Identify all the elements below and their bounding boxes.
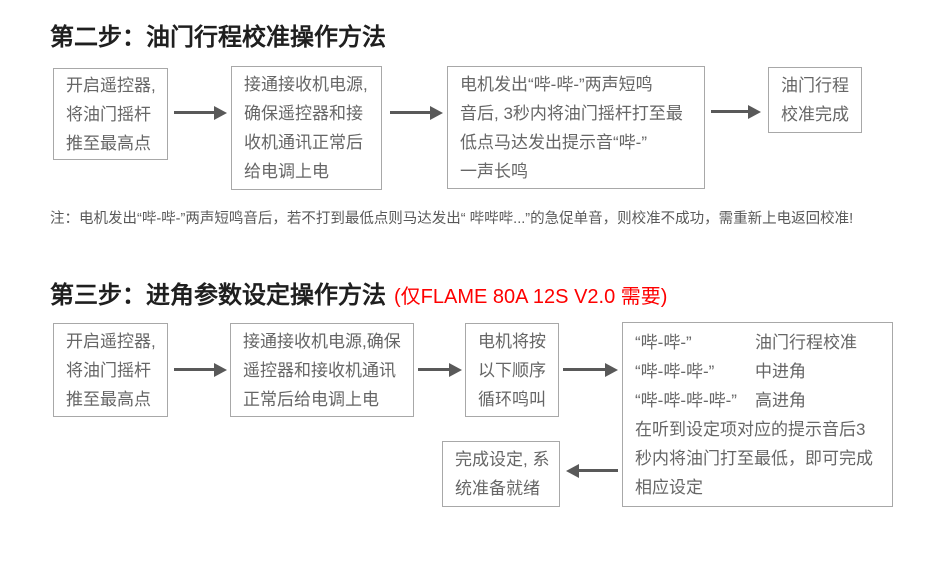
beep-row: “哔-哔-哔-” 中进角 [635,357,880,386]
beep-row: “哔-哔-” 油门行程校准 [635,328,880,357]
flow-box-line: 给电调上电 [244,162,329,181]
step2-title: 第二步：油门行程校准操作方法 [50,24,386,52]
arrow-shaft [711,110,751,113]
step2-note: 注：电机发出“哔-哔-”两声短鸣音后，若不打到最低点则马达发出“ 哔哔哔...”… [50,211,854,227]
flow-box-line: 音后, 3秒内将油门摇杆打至最 [460,103,683,123]
flow-box-line: 电机将按 [478,331,546,351]
arrow-right-icon [174,363,227,377]
flow-box-line: 油门行程 [781,76,849,95]
flow-box-line: 低点马达发出提示音“哔-” [460,132,647,152]
flow-box-line: 推至最高点 [66,389,151,409]
step3-beep-box: “哔-哔-” 油门行程校准 “哔-哔-哔-” 中进角 “哔-哔-哔-哔-” 高进… [622,322,893,507]
step2-flow-box-4: 油门行程 校准完成 [768,67,862,133]
step3-flow-box-2: 接通接收机电源,确保 遥控器和接收机通讯 正常后给电调上电 [230,323,414,417]
flow-box-line: 正常后给电调上电 [243,389,379,409]
arrow-right-icon [174,106,227,120]
beep-pattern: “哔-哔-” [635,332,692,352]
beep-instruction-line: 秒内将油门打至最低，即可完成 [635,448,873,468]
arrow-head [605,363,618,377]
flow-box-line: 循环鸣叫 [478,389,546,409]
arrow-right-icon [418,363,462,377]
arrow-shaft [174,111,217,114]
beep-label: 高进角 [755,390,806,410]
flow-box-line: 校准完成 [781,105,849,124]
arrow-head [566,464,579,478]
step3-title-highlight: (仅FLAME 80A 12S V2.0 需要) [394,286,668,308]
flow-box-line: 收机通讯正常后 [244,133,363,152]
arrow-shaft [563,368,608,371]
arrow-right-icon [390,106,443,120]
arrow-shaft [174,368,217,371]
flow-box-line: 电机发出“哔-哔-”两声短鸣 [460,74,653,94]
flow-box-line: 一声长鸣 [460,161,528,181]
flow-box-line: 统准备就绪 [455,479,540,498]
arrow-head [214,106,227,120]
arrow-shaft [576,469,618,472]
arrow-head [214,363,227,377]
arrow-head [449,363,462,377]
flow-box-line: 以下顺序 [478,360,546,380]
flow-box-line: 确保遥控器和接 [244,104,363,123]
step3-title: 第三步：进角参数设定操作方法 (仅FLAME 80A 12S V2.0 需要) [50,282,667,311]
beep-label: 中进角 [755,361,806,381]
flow-box-line: 开启遥控器, [66,331,156,351]
flow-box-line: 完成设定, 系 [455,450,550,469]
beep-instruction-line: 相应设定 [635,477,703,497]
step3-title-text: 第三步：进角参数设定操作方法 [50,282,386,309]
arrow-shaft [418,368,452,371]
arrow-shaft [390,111,433,114]
arrow-left-icon [566,464,618,478]
arrow-head [430,106,443,120]
step2-flow-box-1: 开启遥控器, 将油门摇杆 推至最高点 [53,68,168,160]
beep-pattern: “哔-哔-哔-哔-” [635,390,737,410]
flow-box-line: 将油门摇杆 [66,360,151,380]
flow-box-line: 将油门摇杆 [66,104,151,124]
flow-box-line: 遥控器和接收机通讯 [243,360,396,380]
beep-instruction-line: 在听到设定项对应的提示音后3 [635,419,866,439]
flow-box-line: 接通接收机电源, [244,75,368,94]
step2-flow-box-2: 接通接收机电源, 确保遥控器和接 收机通讯正常后 给电调上电 [231,66,382,190]
flow-box-line: 开启遥控器, [66,75,156,95]
arrow-right-icon [711,105,761,119]
step2-flow-box-3: 电机发出“哔-哔-”两声短鸣 音后, 3秒内将油门摇杆打至最 低点马达发出提示音… [447,66,705,189]
arrow-right-icon [563,363,618,377]
beep-row: “哔-哔-哔-哔-” 高进角 [635,386,880,415]
step3-flow-box-1: 开启遥控器, 将油门摇杆 推至最高点 [53,323,168,417]
flow-box-line: 接通接收机电源,确保 [243,331,401,351]
beep-pattern: “哔-哔-哔-” [635,361,715,381]
step3-flow-box-3: 电机将按 以下顺序 循环鸣叫 [465,323,559,417]
step3-done-box: 完成设定, 系 统准备就绪 [442,441,560,507]
step2-title-text: 第二步：油门行程校准操作方法 [50,24,386,51]
arrow-head [748,105,761,119]
beep-label: 油门行程校准 [755,332,857,352]
flow-box-line: 推至最高点 [66,133,151,153]
